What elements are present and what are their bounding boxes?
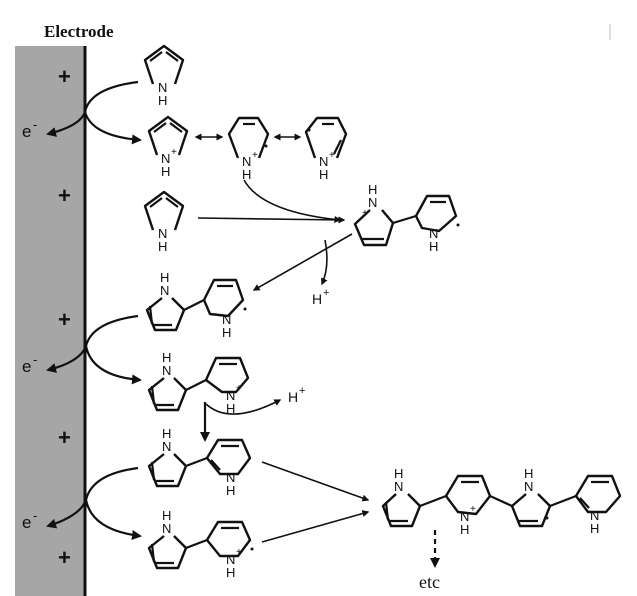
svg-text:N: N [460, 509, 469, 524]
svg-text:N: N [590, 508, 599, 523]
svg-text:H: H [590, 521, 599, 536]
svg-text:N: N [429, 226, 438, 241]
svg-text:-: - [33, 117, 37, 132]
svg-text:+: + [470, 504, 476, 515]
svg-text:N: N [368, 195, 377, 210]
svg-text:N: N [161, 151, 170, 166]
coupling-arrow [261, 510, 370, 543]
svg-text:H: H [161, 164, 170, 179]
svg-text:+: + [236, 547, 242, 558]
electrode-title: Electrode [44, 22, 114, 41]
svg-text:H: H [460, 522, 469, 537]
svg-text:+: + [171, 147, 177, 158]
svg-text:+: + [299, 385, 305, 397]
svg-text:N: N [158, 226, 167, 241]
pyrrole-monomer: N H [143, 190, 185, 254]
electrode-bar [15, 46, 85, 596]
svg-text:N: N [319, 154, 328, 169]
dimer-radical-cation: H N N + H [147, 350, 250, 416]
svg-text:-: - [33, 352, 37, 367]
svg-text:H: H [394, 466, 403, 481]
electrode-charge-plus: + [58, 307, 71, 332]
coupling-arrow [243, 179, 342, 223]
dimer-neutral: H N N H [145, 270, 247, 340]
pyrrole-radical-cation: N + H [227, 116, 270, 182]
pyrrole-radical-cation: N + H [147, 115, 189, 179]
tetramer: H N N + H H N N H [381, 466, 622, 537]
svg-text:H: H [160, 270, 169, 285]
svg-text:N: N [162, 439, 171, 454]
svg-text:-: - [33, 508, 37, 523]
svg-text:H: H [429, 239, 438, 254]
electron-label: e - [22, 117, 37, 141]
oxidation-arrow [84, 499, 142, 540]
svg-text:N: N [524, 479, 533, 494]
pyrrole-radical-cation: N + H [304, 116, 348, 182]
svg-text:N: N [394, 479, 403, 494]
dimer-dication: H N + N H [353, 182, 460, 254]
electron-label: e - [22, 352, 37, 376]
proton-label: H + [288, 385, 305, 405]
svg-text:e: e [22, 122, 31, 141]
deprotonation-arrow [321, 239, 328, 286]
svg-text:H: H [319, 167, 328, 182]
coupling-arrow [197, 216, 346, 224]
proton-label: H + [312, 287, 329, 307]
svg-text:N: N [226, 552, 235, 567]
etc-label: etc [419, 572, 440, 592]
svg-text:e: e [22, 357, 31, 376]
svg-text:e: e [22, 513, 31, 532]
oxidation-arrow [46, 466, 139, 529]
electrode-charge-plus: + [58, 64, 71, 89]
svg-text:N: N [242, 154, 251, 169]
oxidation-arrow [46, 314, 139, 373]
svg-text:N: N [226, 388, 235, 403]
oxidation-arrow [83, 111, 142, 145]
svg-text:+: + [323, 287, 329, 299]
svg-text:H: H [158, 239, 167, 254]
deprotonation-arrow [252, 233, 353, 291]
electrode-charge-plus: + [58, 183, 71, 208]
svg-text:N: N [222, 312, 231, 327]
svg-text:H: H [226, 483, 235, 498]
svg-text:H: H [226, 401, 235, 416]
hydrogen-label: H [158, 93, 167, 108]
svg-text:H: H [288, 389, 298, 405]
svg-text:N: N [162, 521, 171, 536]
oxidation-arrow [84, 345, 142, 385]
electrode-charge-plus: + [58, 545, 71, 570]
deprotonation-arrow [205, 399, 282, 415]
svg-text:H: H [162, 350, 171, 365]
svg-text:+: + [252, 150, 258, 161]
svg-text:H: H [162, 426, 171, 441]
electrode-charge-plus: + [58, 425, 71, 450]
svg-text:H: H [242, 167, 251, 182]
svg-text:+: + [329, 150, 335, 161]
nitrogen-label: N [158, 80, 167, 95]
svg-text:H: H [524, 466, 533, 481]
svg-text:+: + [236, 383, 242, 394]
electron-label: e - [22, 508, 37, 532]
svg-text:H: H [222, 325, 231, 340]
bipyrrole: H N N H [147, 426, 252, 498]
svg-text:N: N [226, 470, 235, 485]
coupling-arrow [261, 461, 370, 502]
svg-text:H: H [368, 182, 377, 197]
pyrrole-monomer: N H [143, 44, 185, 108]
oxidation-arrow [46, 80, 139, 137]
svg-text:H: H [226, 565, 235, 580]
svg-text:N: N [162, 363, 171, 378]
svg-text:H: H [312, 291, 322, 307]
bipyrrole-radical-cation: H N N + H [147, 508, 254, 580]
svg-text:H: H [162, 508, 171, 523]
svg-text:N: N [160, 283, 169, 298]
